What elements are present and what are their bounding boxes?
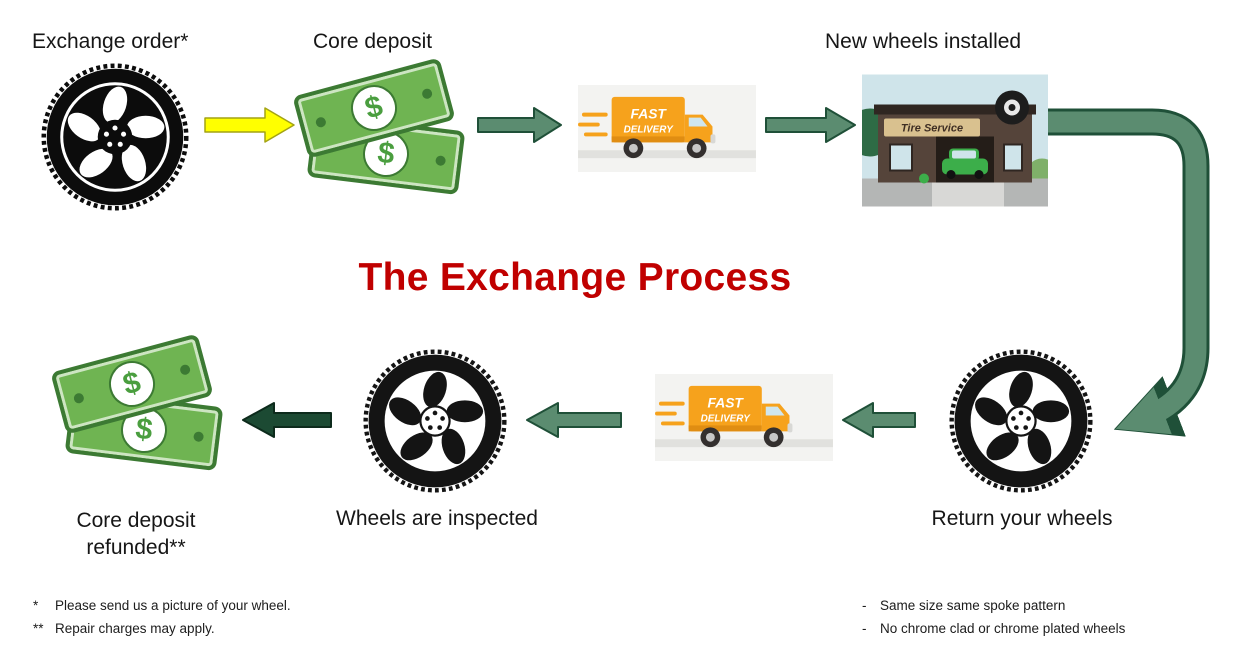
yellow-arrow-icon: [204, 107, 295, 143]
label-core-deposit: Core deposit: [313, 30, 433, 53]
dollar-symbol: $: [375, 136, 397, 171]
bill-dot: [314, 116, 327, 129]
note-text: Same size same spoke pattern: [880, 598, 1066, 613]
arrow-deposit-to-shipping: [476, 105, 564, 145]
money-icon-refund: $ $: [50, 333, 232, 480]
truck-text-delivery: DELIVERY: [624, 124, 675, 135]
wheel-icon-outline: [363, 349, 507, 493]
truck-text-fast: FAST: [631, 106, 668, 122]
delivery-truck-return: FAST DELIVERY: [655, 374, 833, 461]
money-icon-deposit: $ $: [292, 57, 474, 204]
fast-delivery-truck-icon: FAST DELIVERY: [655, 374, 833, 461]
bill-dot: [179, 363, 192, 376]
footnotes-right: - Same size same spoke pattern - No chro…: [862, 594, 1125, 640]
footnote-text: Please send us a picture of your wheel.: [55, 598, 291, 613]
shop-sign-text: Tire Service: [901, 123, 963, 135]
truck-text-delivery: DELIVERY: [701, 413, 752, 424]
dollar-symbol: $: [119, 365, 145, 402]
bill-dot: [72, 392, 85, 405]
delivery-truck-outbound: FAST DELIVERY: [578, 85, 756, 172]
green-arrow-icon: [477, 107, 562, 143]
label-return-your-wheels: Return your wheels: [931, 507, 1113, 530]
bill-dot: [193, 431, 205, 443]
wheel-icon-outline: [949, 349, 1093, 493]
footnote-picture-of-wheel: * Please send us a picture of your wheel…: [33, 594, 291, 617]
green-arrow-icon: [765, 107, 856, 143]
refund-label-line1: Core deposit: [76, 509, 196, 532]
arrow-inspection-to-refund: [240, 400, 334, 440]
dollar-symbol: $: [133, 412, 155, 447]
note-text: No chrome clad or chrome plated wheels: [880, 621, 1126, 636]
note-spoke-pattern: - Same size same spoke pattern: [862, 594, 1125, 617]
green-arrow-left-icon: [526, 402, 622, 438]
wheel-icon-black: [41, 63, 189, 211]
arrow-order-to-deposit: [203, 105, 297, 145]
label-wheels-are-inspected: Wheels are inspected: [336, 507, 538, 530]
note-no-chrome: - No chrome clad or chrome plated wheels: [862, 617, 1125, 640]
arrow-install-to-return: [1040, 96, 1240, 476]
truck-text-fast: FAST: [708, 395, 745, 411]
dark-green-arrow-left-icon: [242, 402, 332, 438]
dollar-sign-icon: $: [103, 355, 161, 413]
curved-arrow-icon: [1048, 108, 1210, 437]
tire-shop-icon: Tire Service: [862, 74, 1048, 207]
fast-delivery-truck-icon: FAST DELIVERY: [578, 85, 756, 172]
arrow-return-to-shipping: [840, 400, 918, 440]
footnote-marker: **: [33, 621, 44, 636]
arrow-shipping-to-install: [764, 105, 858, 145]
refund-label-line2: refunded**: [86, 536, 186, 559]
page-title: The Exchange Process: [358, 256, 792, 299]
footnote-marker: *: [33, 598, 39, 613]
green-arrow-left-icon: [842, 402, 916, 438]
dollar-symbol: $: [361, 89, 387, 126]
dollar-sign-icon: $: [345, 79, 403, 137]
footnote-text: Repair charges may apply.: [55, 621, 215, 636]
footnotes-left: * Please send us a picture of your wheel…: [33, 594, 291, 640]
footnote-repair-charges: ** Repair charges may apply.: [33, 617, 291, 640]
inspected-wheel-icon: [362, 348, 508, 494]
label-core-deposit-refunded: Core deposit refunded**: [16, 507, 256, 561]
tire-service-building-icon: Tire Service: [862, 74, 1048, 207]
return-wheel-icon: [948, 348, 1094, 494]
black-wheel-icon: [40, 62, 190, 212]
label-new-wheels-installed: New wheels installed: [825, 30, 1022, 53]
arrow-shipping-to-inspection: [524, 400, 624, 440]
label-exchange-order: Exchange order*: [32, 30, 189, 53]
note-marker: -: [862, 598, 867, 613]
note-marker: -: [862, 621, 867, 636]
bill-dot: [421, 87, 434, 100]
bill-dot: [435, 155, 447, 167]
